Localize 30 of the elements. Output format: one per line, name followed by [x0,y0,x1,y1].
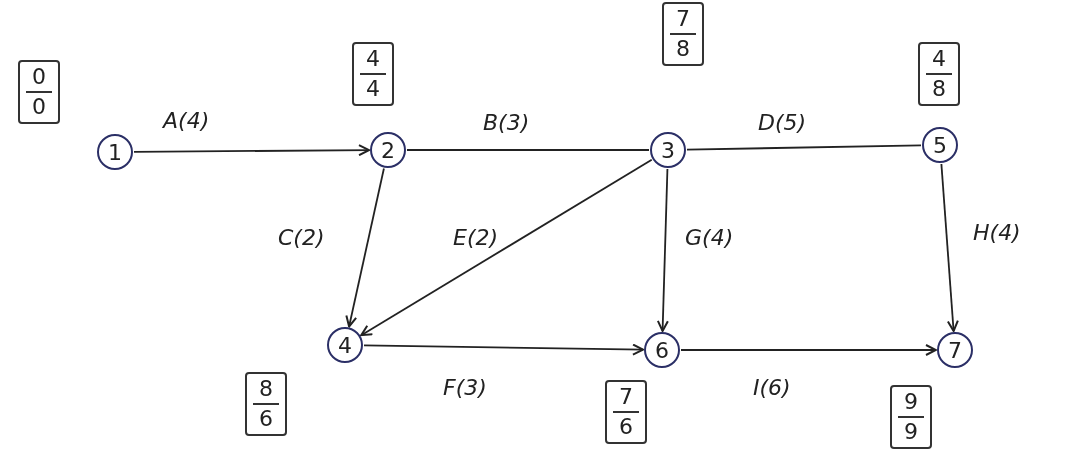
denominator: 8 [676,36,690,62]
arrow [940,163,959,333]
arrow [363,343,644,356]
event-circle: 7 [937,332,973,368]
numerator: 9 [904,389,918,415]
numerator: 7 [676,6,690,32]
connector-line [406,149,650,151]
numerator: 8 [259,376,273,402]
event-circle: 4 [327,327,363,363]
event-circle: 5 [922,127,958,163]
denominator: 8 [932,76,946,102]
numerator: 7 [619,384,633,410]
denominator: 6 [619,414,633,440]
denominator: 4 [366,76,380,102]
arrow [680,344,937,356]
event-circle: 6 [644,332,680,368]
event-circle: 3 [650,132,686,168]
event-circle: 2 [370,132,406,168]
denominator: 9 [904,419,918,445]
arrow [360,158,653,337]
numerator: 4 [366,46,380,72]
denominator: 0 [32,94,46,120]
arrow [133,144,370,157]
denominator: 6 [259,406,273,432]
numerator: 4 [932,46,946,72]
connector-line [686,144,922,151]
numerator: 0 [32,64,46,90]
arrow [656,168,669,332]
arrow [345,167,385,328]
event-circle: 1 [97,134,133,170]
